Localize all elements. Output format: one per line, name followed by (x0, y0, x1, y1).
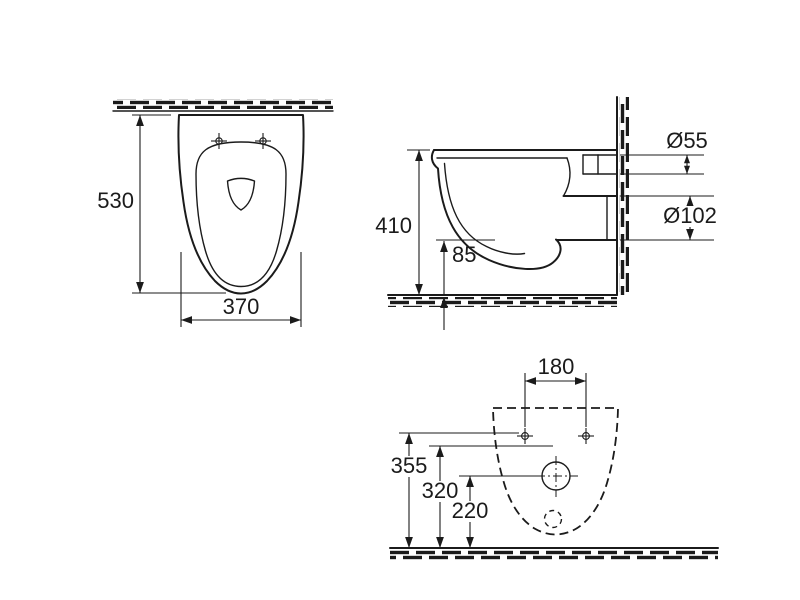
label-halo (452, 501, 488, 522)
seat-ring-outline (195, 141, 287, 288)
outlet-hole (536, 456, 578, 497)
label-halo (422, 481, 458, 502)
dimension-label-clearance: 85 (452, 242, 476, 267)
floor-hatch (388, 297, 617, 307)
dimension-label-width: 370 (223, 294, 260, 319)
floor-hatch (390, 550, 718, 560)
dimension-label-middle-height: 320 (422, 478, 459, 503)
dimension-label-hole-spacing: 180 (538, 354, 575, 379)
dimension-outlet-diameter-102: Ø102 (620, 195, 719, 241)
dimension-label-height: 410 (375, 213, 412, 238)
dimension-clearance-85: 85 (436, 239, 495, 330)
side-view: 410 85 Ø55 Ø102 (375, 96, 719, 330)
plan-view: 530 370 (97, 99, 334, 327)
dimension-upper-height-355: 355 (391, 432, 519, 548)
toilet-side-profile (430, 149, 617, 271)
bowl-back-line (562, 157, 571, 197)
dimension-height-410: 410 (375, 149, 430, 295)
fixing-hole-left (517, 428, 533, 444)
rear-view: 180 355 320 220 (389, 354, 719, 560)
dimension-label-depth: 530 (97, 188, 134, 213)
flush-pipe-hole (543, 509, 563, 529)
seat-fixing-mark-right (255, 133, 271, 149)
dimension-inlet-diameter-55: Ø55 (620, 128, 708, 175)
rear-body-hidden-outline (492, 407, 619, 536)
bowl-inner-line (443, 162, 526, 255)
flush-distributor-outline (226, 177, 256, 211)
bowl-outer-outline (177, 114, 305, 295)
label-halo (661, 206, 719, 227)
dimension-middle-height-320: 320 (422, 445, 553, 548)
bowl-front-outline (430, 149, 562, 271)
dimension-width-370: 370 (180, 252, 302, 327)
dimension-outlet-height-220: 220 (452, 475, 537, 548)
dimension-label-outlet-height: 220 (452, 498, 489, 523)
label-halo (391, 456, 427, 477)
dimension-label-upper-height: 355 (391, 453, 428, 478)
wall-hatch-top (113, 99, 333, 109)
dimension-label-inlet-diameter: Ø55 (666, 128, 708, 153)
dimension-hole-spacing-180: 180 (524, 354, 587, 427)
fixing-hole-right (578, 428, 594, 444)
dimension-label-outlet-diameter: Ø102 (663, 203, 717, 228)
seat-fixing-mark-left (211, 133, 227, 149)
dimension-depth-530: 530 (97, 114, 226, 294)
